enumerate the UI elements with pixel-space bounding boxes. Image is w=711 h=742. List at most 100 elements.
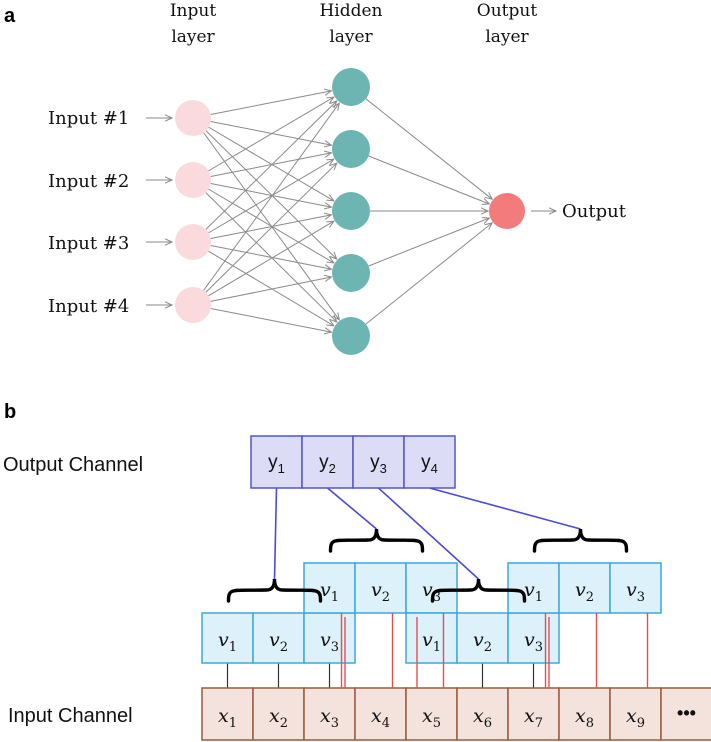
kernel-3-cell-1 xyxy=(405,612,458,664)
kernel-4-cell-3 xyxy=(609,562,662,614)
brace-4 xyxy=(532,528,629,553)
network-edges xyxy=(203,91,493,332)
input-layer-header-line1: Input xyxy=(170,1,216,21)
kernel-4-cell-2 xyxy=(558,562,611,614)
input-value-2: x2 xyxy=(269,705,288,731)
input-ellipsis: ••• xyxy=(677,703,696,723)
kernel-4-weight-2: v2 xyxy=(575,579,594,605)
input-label-3: Input #3 xyxy=(48,233,129,254)
kernel-4-weight-1: v1 xyxy=(524,579,543,605)
kernel-1-cell-1 xyxy=(201,612,254,664)
output-layer-header-line2: layer xyxy=(485,27,529,47)
input-layer-header-line2: layer xyxy=(171,27,215,47)
output-cell-2 xyxy=(301,435,354,489)
input-value-1: x1 xyxy=(218,705,237,731)
edge-in2-h1 xyxy=(208,97,334,172)
edge-h2-out xyxy=(368,155,490,204)
panel-a-label: a xyxy=(4,5,16,27)
edge-h5-out xyxy=(365,223,492,325)
hidden-node-3 xyxy=(332,192,370,230)
input-label-1: Input #1 xyxy=(48,108,129,129)
link-y3 xyxy=(377,487,480,580)
input-value-5: x5 xyxy=(422,705,441,731)
output-channel-cells: y1 y2 y3 y4 xyxy=(250,435,456,489)
output-label: Output xyxy=(562,201,627,222)
edge-in3-h4 xyxy=(210,244,332,269)
edge-in4-h2 xyxy=(205,163,337,293)
input-node-2 xyxy=(175,162,211,198)
edge-in1-h1 xyxy=(210,91,332,116)
kernel-4-cell-1 xyxy=(507,562,560,614)
output-node xyxy=(489,193,525,229)
kernel-2-weight-3: v3 xyxy=(422,579,441,605)
input-cell-10 xyxy=(660,687,711,741)
kernel-3-weight-1: v1 xyxy=(422,629,441,655)
hidden-node-5 xyxy=(332,317,370,355)
hidden-node-4 xyxy=(332,254,370,292)
kernel-1-weight-3: v3 xyxy=(320,629,339,655)
input-channel-label: Input Channel xyxy=(8,705,133,727)
input-node-1 xyxy=(175,100,211,136)
output-channel-label: Output Channel xyxy=(3,454,143,476)
panel-b: b Output Channel Input Channel v1 v2 v3 v1 v… xyxy=(3,401,711,741)
stride-overlap-markers xyxy=(340,613,649,688)
output-layer-header-line1: Output xyxy=(477,1,538,21)
kernel-2-weight-2: v2 xyxy=(371,579,390,605)
hidden-node-2 xyxy=(332,130,370,168)
input-cell-2 xyxy=(252,687,305,741)
output-value-4: y4 xyxy=(421,452,438,476)
edge-in4-h5 xyxy=(210,307,332,332)
kernel-2-cell-3 xyxy=(405,562,458,614)
edge-in3-h1 xyxy=(205,101,337,230)
edge-in2-h2 xyxy=(210,153,332,178)
input-label-2: Input #2 xyxy=(48,171,129,192)
input-node-4 xyxy=(175,287,211,323)
kernel-3-cell-2 xyxy=(456,612,509,664)
edge-h4-out xyxy=(368,218,490,267)
edge-in4-h1 xyxy=(203,103,340,291)
input-label-4: Input #4 xyxy=(48,296,129,317)
edge-in2-h4 xyxy=(208,188,334,263)
link-y1 xyxy=(273,487,278,580)
kernel-3-weight-2: v2 xyxy=(473,629,492,655)
kernel-2-cell-1 xyxy=(303,562,356,614)
input-value-6: x6 xyxy=(473,705,492,731)
edge-in1-h2 xyxy=(210,120,332,145)
hidden-layer-header-line1: Hidden xyxy=(319,1,382,21)
link-y4 xyxy=(429,487,581,530)
edge-h1-out xyxy=(365,98,492,199)
edge-in1-h3 xyxy=(208,126,334,201)
input-cell-8 xyxy=(558,687,611,741)
input-value-3: x3 xyxy=(320,705,339,731)
input-kernel-connectors xyxy=(226,663,535,688)
output-value-1: y1 xyxy=(268,452,285,476)
kernel-1-weight-1: v1 xyxy=(218,629,237,655)
hidden-node-1 xyxy=(332,68,370,106)
brace-2 xyxy=(328,528,425,553)
input-arrows xyxy=(146,118,556,305)
edge-in3-h5 xyxy=(208,250,333,326)
kernel-4-weight-3: v3 xyxy=(626,579,645,605)
output-cell-3 xyxy=(352,435,405,489)
output-value-2: y2 xyxy=(319,452,336,476)
input-value-8: x8 xyxy=(575,705,594,731)
edge-in1-h4 xyxy=(205,130,337,259)
input-value-7: x7 xyxy=(524,705,543,731)
edge-in3-h3 xyxy=(210,215,332,240)
panel-a: a Input layer Hidden layer Output layer … xyxy=(4,1,627,355)
output-value-3: y3 xyxy=(370,452,387,476)
input-node-3 xyxy=(175,224,211,260)
edge-in4-h3 xyxy=(208,221,333,297)
kernel-braces xyxy=(226,528,629,603)
brace-1 xyxy=(226,578,323,603)
hidden-layer-header-line2: layer xyxy=(329,27,373,47)
kernel-1-weight-2: v2 xyxy=(269,629,288,655)
edge-in4-h4 xyxy=(210,277,332,302)
panel-b-label: b xyxy=(4,401,16,423)
kernel-2-weight-1: v1 xyxy=(320,579,339,605)
input-value-4: x4 xyxy=(371,705,390,731)
brace-3 xyxy=(430,578,527,603)
